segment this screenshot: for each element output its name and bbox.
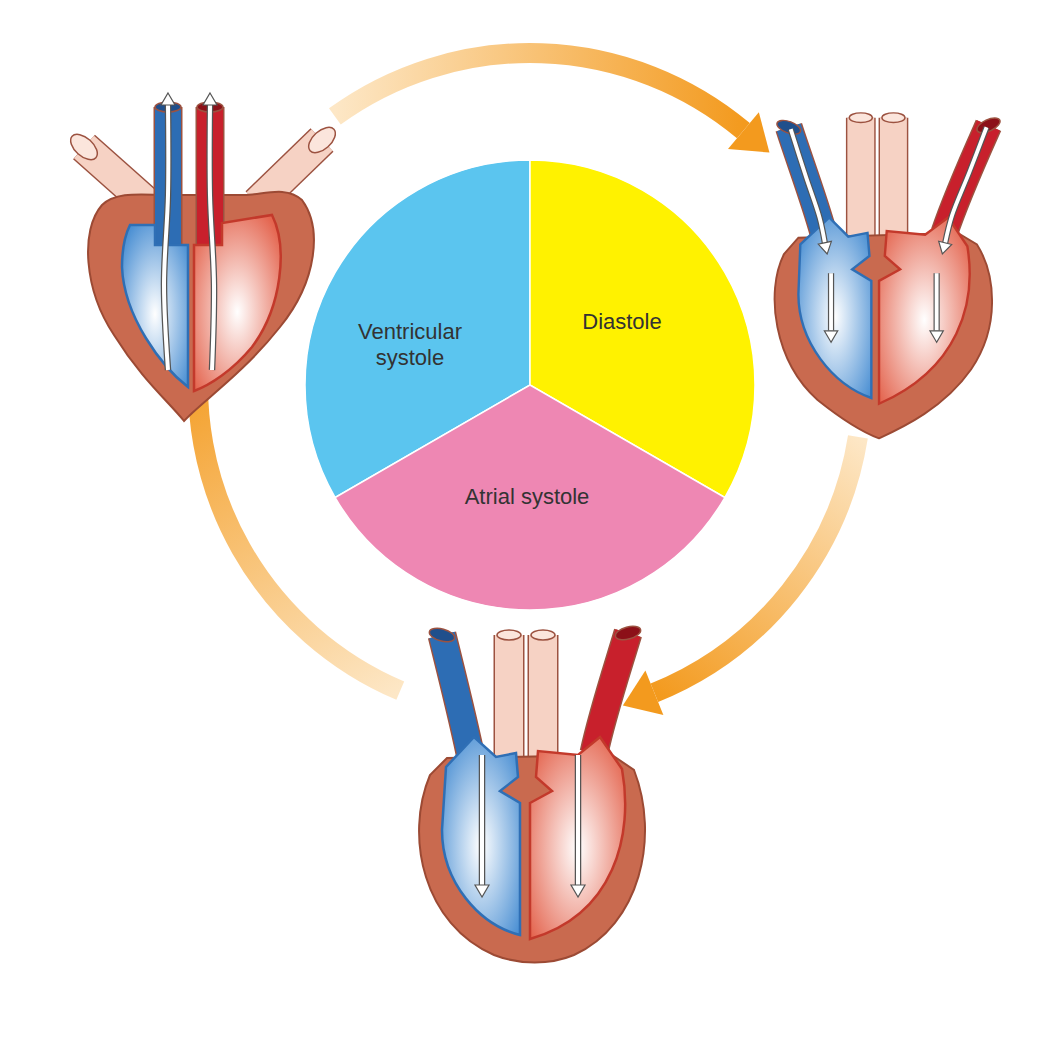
flow-arrow <box>945 127 986 243</box>
vessel-opening <box>775 118 802 137</box>
heart-ventricular-systole <box>66 93 340 421</box>
sector-shape <box>303 158 757 612</box>
flow-arrow <box>480 755 484 885</box>
flow-arrow <box>210 105 214 370</box>
vessel <box>594 633 628 753</box>
flow-arrow-outline <box>945 127 986 243</box>
vessel-opening <box>66 130 102 165</box>
vessel-opening <box>304 123 340 158</box>
flow-arrow-outline <box>791 129 825 243</box>
vessel <box>442 635 470 753</box>
flow-arrowhead <box>818 241 831 254</box>
heart-chamber <box>798 218 871 398</box>
vessel <box>529 635 557 765</box>
flow-arrow <box>791 129 825 243</box>
vessel-outline <box>846 118 876 245</box>
flow-arrow-outline <box>934 273 940 331</box>
flow-arrow-outline <box>828 273 834 331</box>
heart-chamber <box>122 225 188 387</box>
flow-arrow-outline <box>575 755 582 885</box>
vessel-opening <box>882 113 905 123</box>
vessel <box>847 118 874 245</box>
phase-label: Atrial systole <box>417 484 637 510</box>
vessel <box>495 635 523 765</box>
flow-arrow <box>935 273 939 331</box>
heart-chamber <box>879 218 970 404</box>
phase-label: Ventricular systole <box>335 319 485 372</box>
vessel-opening <box>975 115 1002 136</box>
flow-arrowhead <box>930 331 943 343</box>
vessel-outline <box>494 635 525 765</box>
flow-arrow-outline <box>479 755 486 885</box>
flow-arrow <box>164 105 168 370</box>
flow-arrowhead <box>571 885 585 897</box>
heart-diastole <box>775 113 1003 438</box>
atrial-sector: Atrial systole <box>303 158 757 612</box>
heart-chamber <box>442 737 520 935</box>
phase-label: Diastole <box>547 309 697 335</box>
cycle-arrow <box>335 53 744 131</box>
sector-fill <box>335 385 725 610</box>
flow-arrowhead <box>824 331 837 343</box>
flow-arrowhead <box>475 885 489 897</box>
vessel <box>880 118 907 245</box>
vessel-outline <box>528 635 559 765</box>
vessel-opening <box>849 113 872 123</box>
flow-arrow <box>576 755 580 885</box>
flow-arrowhead <box>203 93 217 105</box>
heart-chamber <box>194 215 281 391</box>
vessel-opening <box>531 630 555 640</box>
flow-arrow-outline <box>164 105 168 370</box>
vessel-outline <box>442 635 470 753</box>
vessel-outline <box>594 633 628 753</box>
vessel-opening <box>497 630 521 640</box>
cycle-arrowhead <box>728 112 769 152</box>
vessel-outline <box>879 118 909 245</box>
flow-arrow <box>829 273 833 331</box>
heart-chamber <box>530 737 625 939</box>
flow-arrowhead <box>161 93 175 105</box>
flow-arrowhead <box>939 241 952 254</box>
heart-atrial-systole <box>419 624 645 963</box>
vessel-opening <box>428 626 456 644</box>
vessel-opening <box>614 624 642 642</box>
flow-arrow-outline <box>210 105 214 370</box>
